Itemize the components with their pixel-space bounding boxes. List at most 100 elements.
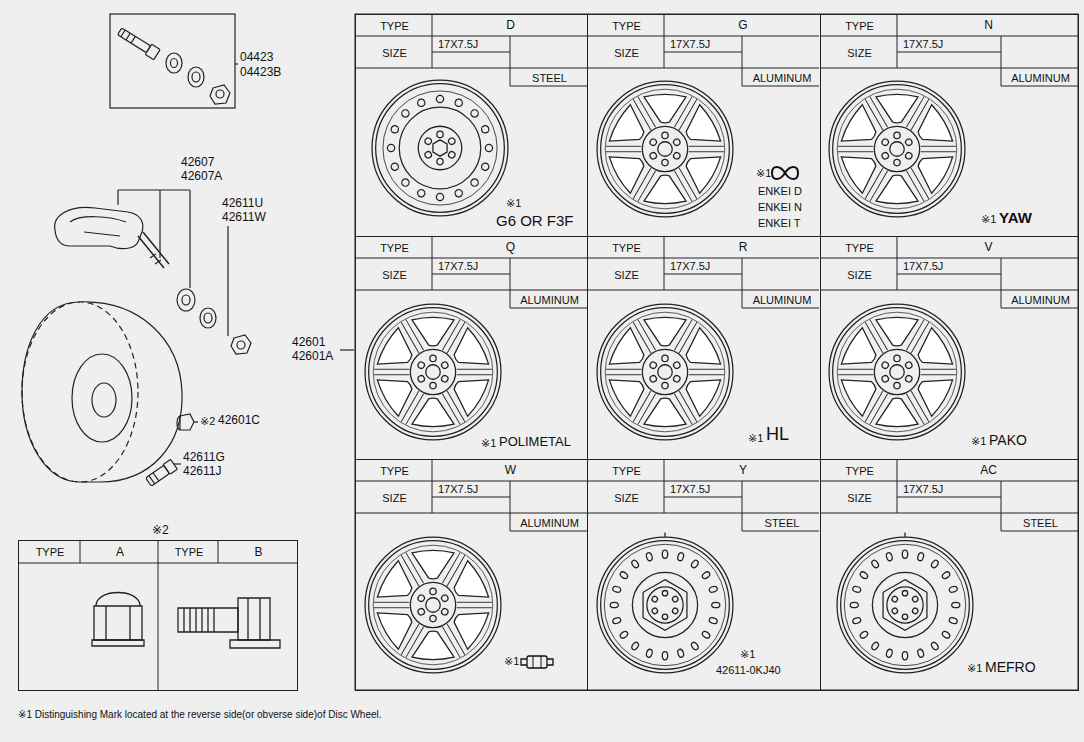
wheel-drawings <box>365 80 973 673</box>
table-grid <box>355 14 1078 690</box>
table-cell-text: SIZE <box>382 269 406 282</box>
table-cell-text: R <box>739 241 748 255</box>
table-cell-text: ※2 <box>152 524 169 538</box>
table-cell-text: ALUMINUM <box>520 517 579 530</box>
table-cell-text: 42611-0KJ40 <box>716 664 781 677</box>
table-cell-text: HL <box>766 424 789 445</box>
table-cell-text: 17X7.5J <box>903 483 943 496</box>
table-cell-text: STEEL <box>765 517 800 530</box>
table-cell-text: G6 OR F3F <box>496 212 574 229</box>
part-number: 42607A <box>181 170 222 184</box>
table-cell-text: V <box>984 241 992 255</box>
tire-wheel <box>22 302 354 482</box>
table-cell-text: SIZE <box>382 47 406 60</box>
table-cell-text: STEEL <box>1023 517 1058 530</box>
wheel-type-panel: TYPE N SIZE 17X7.5J ALUMINUM ※1YAW <box>820 14 1079 237</box>
table-cell-text: ALUMINUM <box>753 294 812 307</box>
table-cell-text: ※1 <box>504 655 519 668</box>
table-cell-text: W <box>505 464 516 478</box>
table-cell-text: TYPE <box>36 546 65 559</box>
table-cell-text: MEFRO <box>985 659 1036 675</box>
table-cell-text: G <box>738 19 747 33</box>
table-cell-text: 17X7.5J <box>903 260 943 273</box>
table-cell-text: TYPE <box>612 20 641 33</box>
table-cell-text: POLIMETAL <box>499 435 571 450</box>
valve-kit <box>110 14 238 108</box>
table-cell-text: A <box>116 546 124 560</box>
table-cell-text: D <box>506 19 515 33</box>
table-cell-text: Q <box>506 241 515 255</box>
table-cell-text: N <box>984 19 993 33</box>
table-cell-text: TYPE <box>380 20 409 33</box>
table-cell-text: 17X7.5J <box>438 483 478 496</box>
table-cell-text: AC <box>980 464 997 478</box>
table-cell-text: 17X7.5J <box>670 38 710 51</box>
table-cell-text: ※1 <box>506 197 521 210</box>
table-cell-text: Y <box>739 464 747 478</box>
table-cell-text: ALUMINUM <box>520 294 579 307</box>
wheel-type-panel: TYPE Y SIZE 17X7.5J STEEL ※1 42611-0KJ40 <box>587 459 821 691</box>
table-cell-text: 17X7.5J <box>903 38 943 51</box>
table-cell-text: ENKEI D <box>758 185 802 198</box>
wheel-type-panel: TYPE Q SIZE 17X7.5J ALUMINUM ※1POLIMETAL <box>355 236 588 460</box>
nut-table <box>18 540 297 690</box>
wheel-type-panel: TYPE V SIZE 17X7.5J ALUMINUM ※1PAKO <box>820 236 1079 460</box>
table-cell-text: TYPE <box>612 465 641 478</box>
mark-symbols <box>521 167 798 668</box>
wheel-type-panel: TYPE W SIZE 17X7.5J ALUMINUM ※1 <box>355 459 588 691</box>
table-cell-text: SIZE <box>847 269 871 282</box>
table-cell-text: ※1 <box>756 167 771 180</box>
part-number: 42611G <box>183 451 225 465</box>
table-cell-text: ※1 <box>740 648 755 661</box>
table-cell-text: SIZE <box>614 269 638 282</box>
wheel-type-panel: TYPE G SIZE 17X7.5J ALUMINUM ※1ENKEI D ENKEI N… <box>587 14 821 237</box>
part-number: 04423B <box>240 66 281 80</box>
table-cell-text: ※1 <box>981 213 996 226</box>
part-number: 42611W <box>222 211 266 225</box>
table-cell-text: ALUMINUM <box>1011 72 1070 85</box>
table-cell-text: 17X7.5J <box>438 260 478 273</box>
table-cell-text: ALUMINUM <box>753 72 812 85</box>
table-cell-text: ※1 <box>481 437 496 450</box>
table-cell-text: ※1 <box>748 432 763 445</box>
table-cell-text: TYPE <box>380 465 409 478</box>
table-cell-text: 17X7.5J <box>670 260 710 273</box>
table-cell-text: STEEL <box>532 72 567 85</box>
table-cell-text: ALUMINUM <box>1011 294 1070 307</box>
table-cell-text: TYPE <box>845 20 874 33</box>
table-cell-text: TYPE <box>380 242 409 255</box>
table-cell-text: PAKO <box>989 432 1027 448</box>
table-cell-text: TYPE <box>175 546 204 559</box>
table-cell-text: SIZE <box>382 492 406 505</box>
table-cell-text: ENKEI N <box>758 201 802 214</box>
table-cell-text: SIZE <box>847 47 871 60</box>
table-cell-text: YAW <box>999 209 1032 226</box>
wheel-type-panel: TYPE D SIZE 17X7.5J STEEL ※1 G6 OR F3F <box>355 14 588 237</box>
part-number: 42601A <box>292 350 333 364</box>
nut-type-table: ※2TYPEATYPEB <box>18 540 298 691</box>
table-cell-text: ※1 <box>967 662 982 675</box>
table-cell-text: 17X7.5J <box>670 483 710 496</box>
wheel-type-panel: TYPE AC SIZE 17X7.5J STEEL ※1MEFRO <box>820 459 1079 691</box>
table-cell-text: ENKEI T <box>758 217 801 230</box>
part-number: 42611U <box>222 197 263 211</box>
table-cell-text: SIZE <box>614 492 638 505</box>
part-number: ※2 <box>200 415 215 428</box>
table-cell-text: SIZE <box>614 47 638 60</box>
wheel-type-panel: TYPE R SIZE 17X7.5J ALUMINUM ※1HL <box>587 236 821 460</box>
part-number: 42611J <box>183 465 221 479</box>
part-number: 04423 <box>240 51 273 65</box>
part-number: 42601 <box>292 336 325 350</box>
table-cell-text: 17X7.5J <box>438 38 478 51</box>
table-cell-text: TYPE <box>845 242 874 255</box>
table-cell-text: ※1 <box>971 435 986 448</box>
table-cell-text: TYPE <box>612 242 641 255</box>
part-number: 42601C <box>218 414 260 428</box>
table-cell-text: SIZE <box>847 492 871 505</box>
part-number: 42607 <box>181 156 214 170</box>
table-cell-text: B <box>254 546 262 560</box>
footnote: ※1 Distinguishing Mark located at the re… <box>18 709 382 721</box>
table-cell-text: TYPE <box>845 465 874 478</box>
